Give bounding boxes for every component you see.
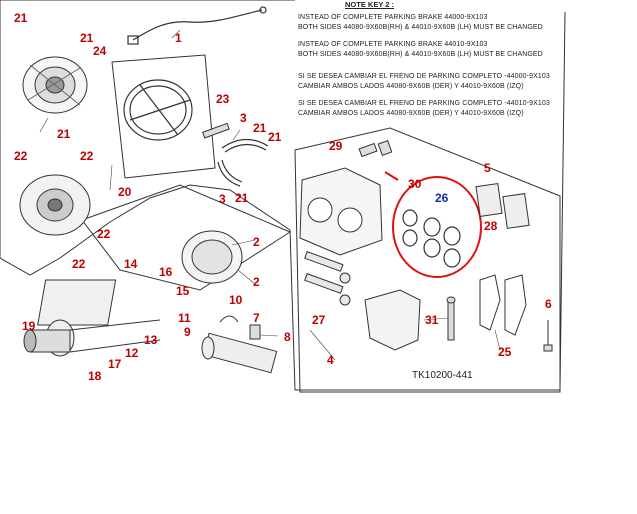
callout-17: 17 [108,357,122,371]
callout-4: 4 [327,353,334,367]
part-caliper-body [299,167,383,256]
note-line-4: BOTH SIDES 44080-9X60B(RH) & 44010-9X60B… [298,51,543,58]
callout-21: 21 [80,31,94,45]
callout-11: 11 [178,311,191,325]
part-29-bleeder [358,140,393,158]
callout-10: 10 [229,293,243,307]
callout-19: 19 [22,319,36,333]
callout-22: 22 [80,149,94,163]
part-7-8-bolt [249,324,261,340]
sheet-border [0,0,566,391]
shoes-panel-frame [111,54,216,179]
note-line-6: CAMBIAR AMBOS LADOS 44080-9X60B (DER) Y … [298,83,524,90]
part-20-brake-shoes [123,79,193,141]
callout-1: 1 [175,31,182,45]
callout-16: 16 [159,265,173,279]
callout-9: 9 [184,325,191,339]
callout-5: 5 [484,161,491,175]
callout-14: 14 [124,257,138,271]
note-line-5: SI SE DESEA CAMBIAR EL FRENO DE PARKING … [298,73,550,80]
part-2-dust-shield [181,230,243,284]
callout-22: 22 [72,257,86,271]
callout-21: 21 [253,121,267,135]
note-key-title: NOTE KEY 2 : [345,0,395,9]
part-backing-plate-left [22,56,88,114]
part-axle-hub [23,279,161,357]
part-4-bracket [364,289,421,351]
callout-23: 23 [216,92,230,106]
caliper-panel-frame [294,127,561,393]
part-1-cable [127,6,267,45]
callout-6: 6 [545,297,552,311]
callout-31: 31 [425,313,439,327]
kit-highlight-tail [384,171,399,181]
note-line-1: INSTEAD OF COMPLETE PARKING BRAKE 44000-… [298,14,488,21]
callout-29: 29 [329,139,343,153]
callout-21: 21 [57,127,71,141]
callout-3: 3 [240,111,247,125]
part-3-shoe-lower [217,159,243,187]
note-line-2: BOTH SIDES 44080-9X60B(RH) & 44010-9X60B… [298,24,543,31]
callout-21: 21 [14,11,28,25]
callout-7: 7 [253,311,260,325]
part-23-adjuster [202,122,230,139]
callout-27: 27 [312,313,326,327]
callout-22: 22 [97,227,111,241]
note-line-8: CAMBIAR AMBOS LADOS 44080-9X60B (DER) Y … [298,110,524,117]
callout-26: 26 [435,191,449,205]
part-5-pad-shim [475,183,530,229]
part-25-pad-springs [479,274,527,336]
callout-20: 20 [118,185,132,199]
hub-panel-frame [81,184,292,291]
part-10-wire [219,315,239,323]
part-backing-plate-lower [19,174,91,236]
part-27-slide-pins [304,251,351,306]
part-3-shoe-upper [221,138,269,153]
reference-code: TK10200-441 [412,370,473,381]
part-9-sensor-shaft [201,332,278,374]
callout-15: 15 [176,284,190,298]
kit-highlight-circle [392,176,482,278]
callout-2: 2 [253,275,260,289]
callout-21: 21 [268,130,282,144]
callout-30: 30 [408,177,422,191]
callout-21: 21 [235,191,249,205]
callout-18: 18 [88,369,102,383]
callout-12: 12 [125,346,139,360]
part-6-bolt [543,320,553,352]
note-line-3: INSTEAD OF COMPLETE PARKING BRAKE 44010-… [298,41,488,48]
callout-25: 25 [498,345,512,359]
callout-3: 3 [219,192,226,206]
callout-8: 8 [284,330,291,344]
callout-28: 28 [484,219,498,233]
note-line-7: SI SE DESEA CAMBIAR EL FRENO DE PARKING … [298,100,550,107]
part-30-seals [402,209,461,268]
callout-22: 22 [14,149,28,163]
callout-13: 13 [144,333,158,347]
part-31-pin [446,296,456,341]
leader-lines [39,29,501,361]
callout-2: 2 [253,235,260,249]
callout-24: 24 [93,44,107,58]
